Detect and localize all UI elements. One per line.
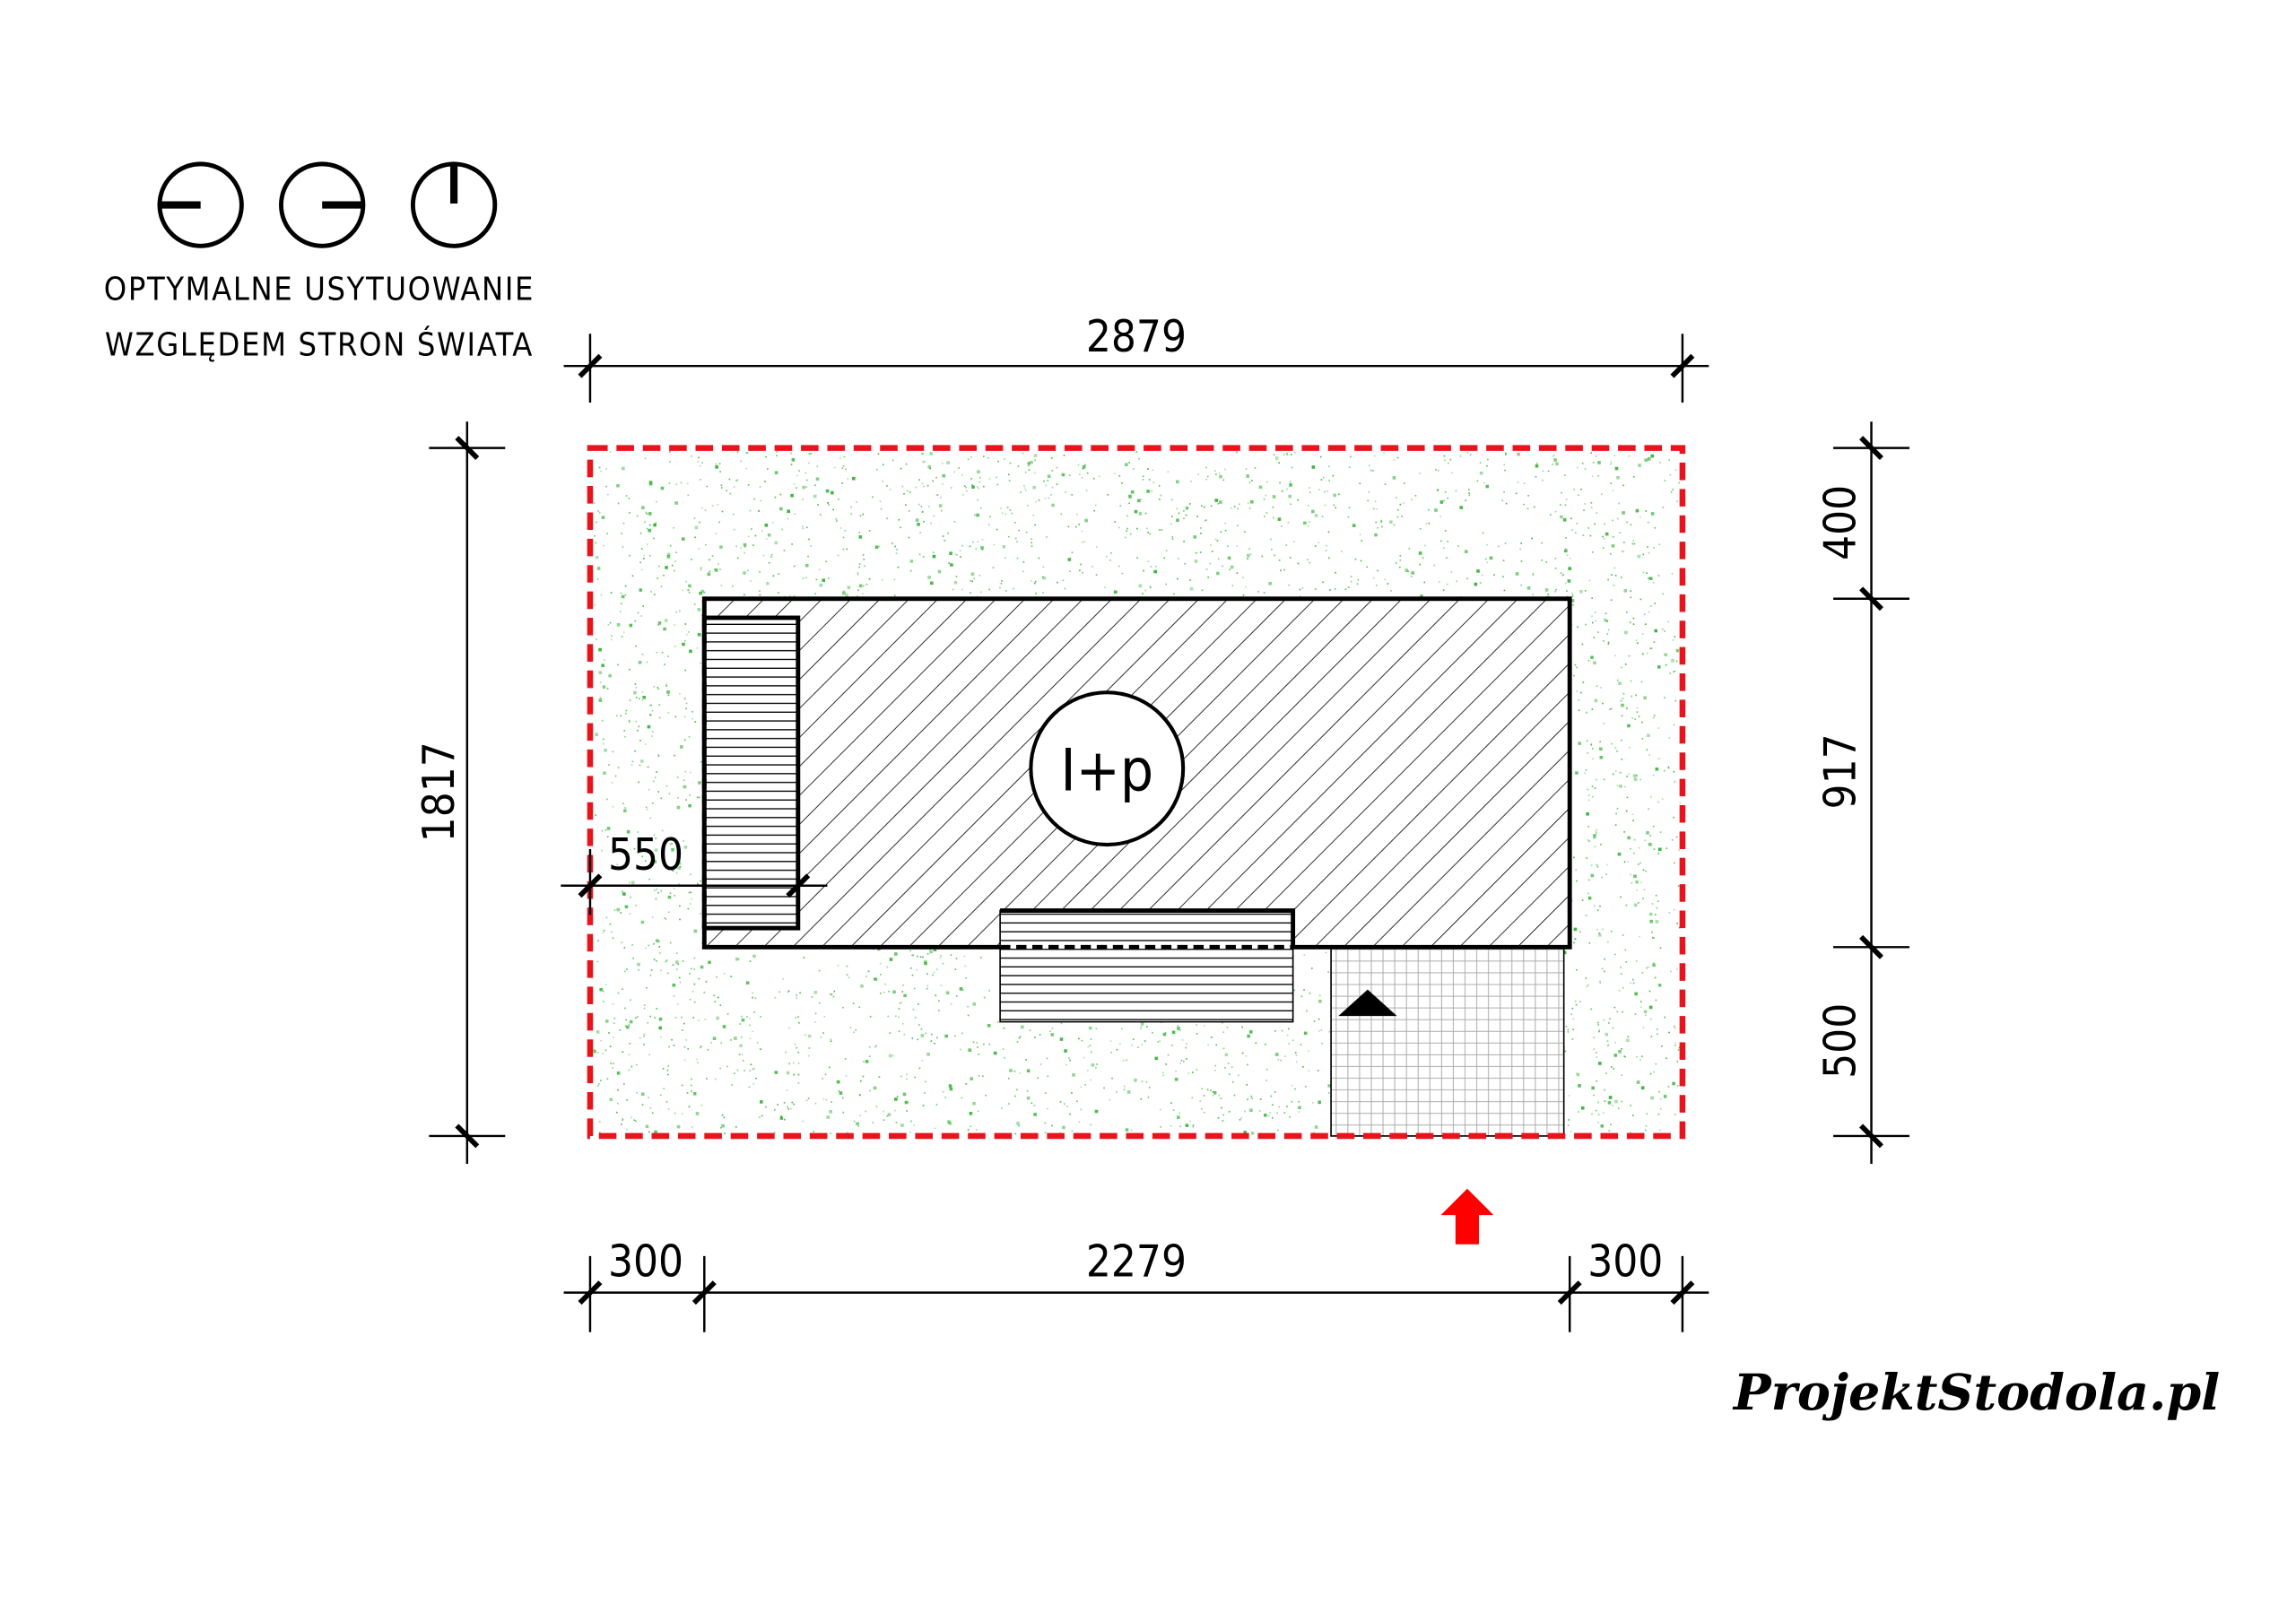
terrace-left: [701, 615, 801, 931]
orientation-west-icon: [157, 161, 244, 248]
orientation-legend: OPTYMALNE USYTUOWANIE WZGLĘDEM STRON ŚWI…: [104, 161, 535, 364]
dim-right-top: 400: [1815, 485, 1866, 560]
dim-bottom-right: 300: [1587, 1236, 1663, 1288]
dimension-lines: [429, 334, 1909, 1332]
orientation-east-icon: [279, 161, 366, 248]
dimension-ticks: [455, 353, 1883, 1305]
storeys-label-circle: [1029, 690, 1186, 847]
plot-boundary: [587, 445, 1686, 1140]
projektstodola-logo: ProjektStodola.pl: [1732, 1364, 2220, 1422]
dim-right-bottom: 500: [1815, 1003, 1866, 1079]
terrace-bottom: [999, 909, 1294, 1023]
dim-bottom-middle: 2279: [1086, 1236, 1187, 1288]
dim-terrace-offset: 550: [608, 829, 683, 880]
legend-caption-line1: OPTYMALNE USYTUOWANIE: [104, 272, 535, 308]
legend-caption-line2: WZGLĘDEM STRON ŚWIATA: [105, 326, 534, 364]
storeys-label: I+p: [1060, 737, 1153, 805]
orientation-north-icon: [410, 161, 498, 248]
parking-area: [1330, 946, 1565, 1137]
dim-right-middle: 917: [1815, 733, 1866, 809]
entrance-marker-icon: [1338, 989, 1397, 1017]
dim-top-total: 2879: [1086, 311, 1187, 362]
dim-bottom-left: 300: [608, 1236, 683, 1288]
entrance-arrow-icon: [1440, 1188, 1494, 1245]
dim-left-total: 1817: [413, 742, 465, 842]
